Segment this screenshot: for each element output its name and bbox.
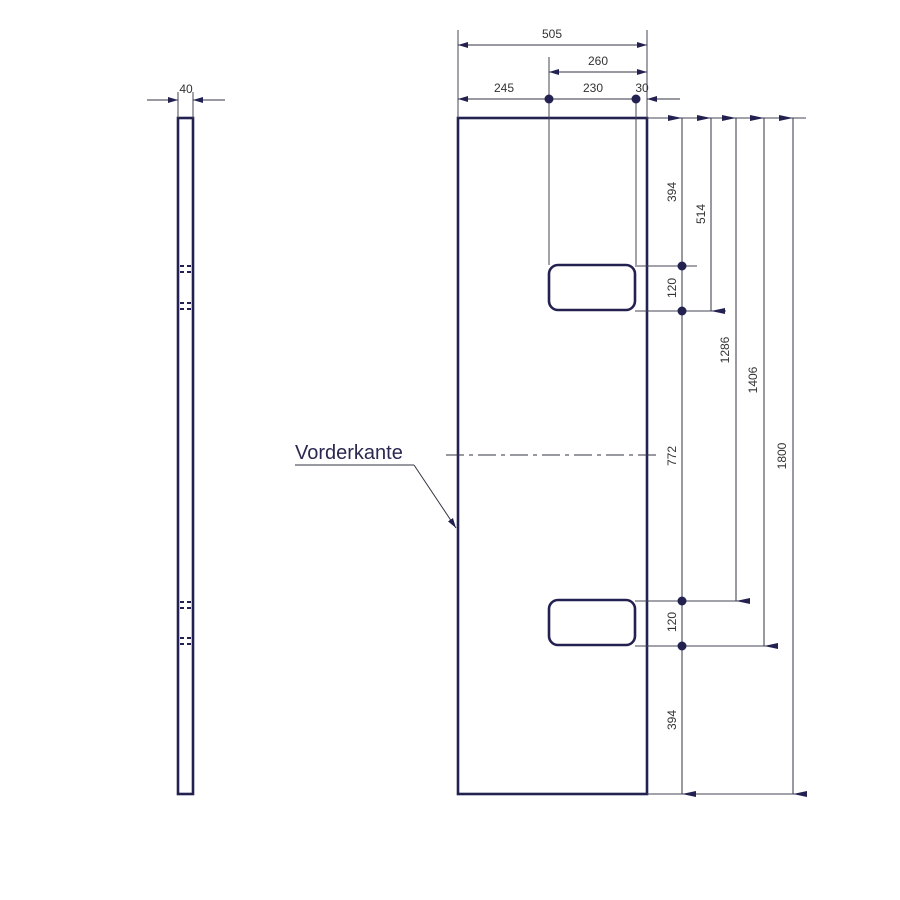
dim-230-label: 230 [583,81,603,95]
vorderkante-label: Vorderkante [295,442,403,464]
dim-514-label: 514 [694,204,708,224]
side-hidden-hole-1 [180,265,193,310]
dim-point-1 [544,94,554,104]
dim-1800-label: 1800 [775,442,789,469]
dim-1406-label: 1406 [746,366,760,393]
hole-slot-lower [547,598,637,647]
vertical-dimensions: 394 120 772 120 394 514 1286 1406 1800 [635,115,807,797]
dim-30-label: 30 [635,81,649,95]
dim-1286-label: 1286 [718,336,732,363]
side-panel-outline [176,116,195,796]
dim-point-5 [677,596,687,606]
side-thickness-label: 40 [179,82,193,96]
dim-point-6 [677,641,687,651]
dim-120-lower-label: 120 [665,612,679,632]
front-view: Vorderkante 505 260 245 230 30 [295,27,807,797]
dim-772-label: 772 [665,446,679,466]
dim-point-3 [677,261,687,271]
horizontal-dimensions: 505 260 245 230 30 [457,27,680,265]
side-view: 40 [147,82,225,796]
dim-120-upper-label: 120 [665,278,679,298]
dim-394-top-label: 394 [665,182,679,202]
front-panel-outline [456,116,649,796]
dim-260-label: 260 [588,54,608,68]
dim-point-4 [677,306,687,316]
dim-245-label: 245 [494,81,514,95]
hole-slot-upper [547,263,637,312]
vorderkante-leader [413,464,457,529]
dim-point-2 [631,94,641,104]
dim-505-label: 505 [542,27,562,41]
dim-394-bottom-label: 394 [665,710,679,730]
side-hidden-hole-2 [180,601,193,645]
